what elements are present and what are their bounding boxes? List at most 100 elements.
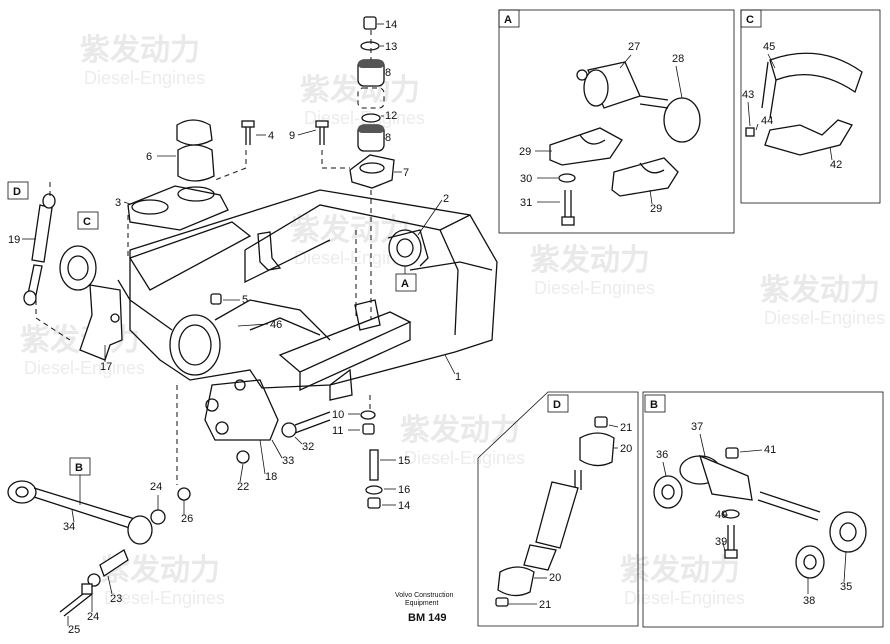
leader-line xyxy=(297,129,317,136)
watermark-cn: 紫发动力 xyxy=(530,244,650,277)
watermark-en: Diesel-Engines xyxy=(294,248,415,268)
part-number-26: 26 xyxy=(181,513,193,525)
part-number-4: 4 xyxy=(268,130,274,142)
part-number-24: 24 xyxy=(150,481,162,493)
leader-lines xyxy=(22,23,847,626)
part-number-43: 43 xyxy=(742,89,754,101)
torque-rod-b xyxy=(7,480,191,617)
leader-line xyxy=(675,65,683,99)
part-number-7: 7 xyxy=(403,167,409,179)
inset-c-parts xyxy=(745,52,863,156)
part-number-35: 35 xyxy=(840,581,852,593)
inset-b-parts xyxy=(653,447,867,579)
watermark-en: Diesel-Engines xyxy=(624,588,745,608)
leader-line xyxy=(747,101,751,127)
part-number-22: 22 xyxy=(237,481,249,493)
leader-line xyxy=(107,575,113,595)
part-number-20: 20 xyxy=(549,572,561,584)
part-number-41: 41 xyxy=(764,444,776,456)
part-number-27: 27 xyxy=(628,41,640,53)
watermark-cn: 紫发动力 xyxy=(620,554,740,587)
inset-frame-b: B xyxy=(642,391,884,628)
part-number-21: 21 xyxy=(539,599,551,611)
leader-line xyxy=(237,323,269,327)
part-number-9: 9 xyxy=(289,130,295,142)
part-number-23: 23 xyxy=(110,593,122,605)
leader-line xyxy=(649,189,653,205)
part-number-34: 34 xyxy=(63,521,75,533)
part-number-8: 8 xyxy=(385,67,391,79)
connection-lines xyxy=(35,30,372,485)
part-number-21: 21 xyxy=(620,422,632,434)
part-number-17: 17 xyxy=(100,361,112,373)
inset-a-parts xyxy=(549,61,701,226)
part-number-39: 39 xyxy=(715,536,727,548)
part-number-6: 6 xyxy=(146,151,152,163)
leader-line xyxy=(71,509,75,523)
watermark-cn: 紫发动力 xyxy=(80,34,200,67)
left-mount-parts xyxy=(127,119,329,305)
leader-line xyxy=(417,199,443,236)
inset-frame-a: A xyxy=(498,9,735,234)
leader-line xyxy=(123,201,131,205)
callout-c-label: C xyxy=(83,216,91,228)
leader-line xyxy=(444,354,456,375)
leader-line xyxy=(259,439,266,475)
leader-line xyxy=(662,461,667,477)
part-number-14: 14 xyxy=(398,500,410,512)
part-number-13: 13 xyxy=(385,41,397,53)
part-number-38: 38 xyxy=(803,595,815,607)
leader-line xyxy=(294,436,303,445)
drawing-code: BM 149 xyxy=(408,612,447,624)
part-number-15: 15 xyxy=(398,455,410,467)
part-number-20: 20 xyxy=(620,443,632,455)
part-number-40: 40 xyxy=(715,509,727,521)
part-number-33: 33 xyxy=(282,455,294,467)
leader-line xyxy=(722,541,726,553)
part-number-36: 36 xyxy=(656,449,668,461)
part-number-42: 42 xyxy=(830,159,842,171)
leader-line xyxy=(829,146,833,161)
inset-b-label: B xyxy=(650,399,658,411)
watermark-en: Diesel-Engines xyxy=(534,278,655,298)
caption-line-2: Equipment xyxy=(405,600,439,607)
leader-line xyxy=(843,551,847,583)
watermark-cn: 紫发动力 xyxy=(400,414,520,447)
part-number-12: 12 xyxy=(385,110,397,122)
part-number-1: 1 xyxy=(455,371,461,383)
part-number-14: 14 xyxy=(385,19,397,31)
leader-line xyxy=(608,424,619,428)
watermark-layer: 紫发动力 Diesel-Engines 紫发动力 Diesel-Engines … xyxy=(20,34,885,608)
shock-absorber-left xyxy=(23,193,56,306)
part-number-37: 37 xyxy=(691,421,703,433)
part-number-3: 3 xyxy=(115,197,121,209)
part-number-5: 5 xyxy=(242,294,248,306)
part-number-11: 11 xyxy=(332,425,343,437)
inset-d-label: D xyxy=(553,399,561,411)
caption-line-1: Volvo Construction xyxy=(395,592,453,599)
callout-b-label: B xyxy=(75,462,83,474)
part-number-10: 10 xyxy=(332,409,344,421)
callout-c: C xyxy=(77,211,99,230)
inset-frame-c: C xyxy=(740,9,881,204)
part-number-2: 2 xyxy=(443,193,449,205)
leader-line xyxy=(271,439,283,459)
part-number-8: 8 xyxy=(385,132,391,144)
part-number-45: 45 xyxy=(763,41,775,53)
watermark-en: Diesel-Engines xyxy=(404,448,525,468)
part-number-labels: 1413812879463521461719101115161432331822… xyxy=(8,19,852,636)
watermark-cn: 紫发动力 xyxy=(760,274,880,307)
part-number-29: 29 xyxy=(650,203,662,215)
part-number-29: 29 xyxy=(519,146,531,158)
callout-d-label: D xyxy=(13,186,21,198)
part-number-24: 24 xyxy=(87,611,99,623)
leader-line xyxy=(699,433,706,457)
inset-c-label: C xyxy=(746,14,754,26)
part-number-28: 28 xyxy=(672,53,684,65)
part-number-30: 30 xyxy=(520,173,532,185)
watermark-en: Diesel-Engines xyxy=(84,68,205,88)
mount-stack xyxy=(349,16,395,189)
bottom-stack xyxy=(360,410,383,509)
leader-line xyxy=(755,123,759,131)
